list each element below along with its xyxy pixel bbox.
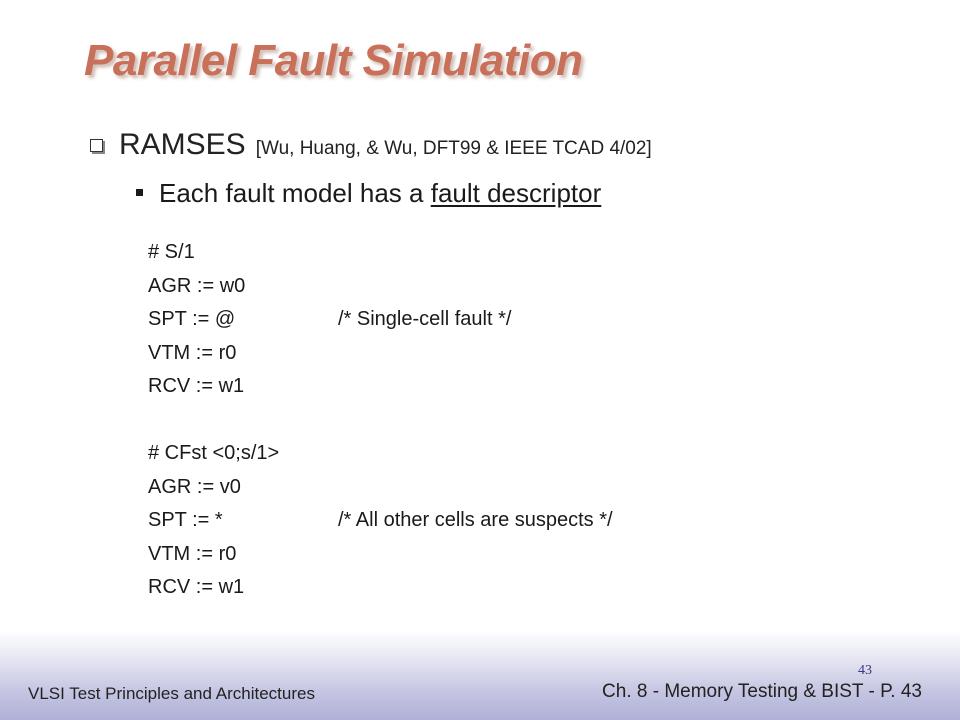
descriptor-code: RCV := w1 [148, 375, 245, 397]
fault-descriptor-listing: # S/1 AGR := w0 SPT := @ /* Single-cell … [148, 236, 613, 605]
descriptor-comment: /* Single-cell fault */ [338, 308, 512, 330]
descriptor-code: AGR := w0 [148, 274, 246, 297]
hollow-square-bullet-icon [90, 139, 103, 152]
descriptor-line: AGR := w0 [148, 270, 279, 304]
descriptor-code: AGR := v0 [148, 475, 241, 498]
descriptor-line: VTM := r0 [148, 337, 279, 371]
descriptor-line: AGR := v0 [148, 471, 279, 505]
footer-band [0, 630, 960, 720]
descriptor-code: VTM := r0 [148, 341, 237, 364]
descriptor-line: VTM := r0 [148, 538, 279, 572]
descriptor-code: VTM := r0 [148, 542, 237, 565]
descriptor-line: # CFst <0;s/1> [148, 437, 279, 471]
bullet-ramses-main: RAMSES [119, 128, 246, 161]
descriptor-spacer [148, 404, 279, 438]
descriptor-code: SPT := @ [148, 308, 236, 330]
descriptor-code: # S/1 [148, 241, 195, 263]
bullet-fault-descriptor-underlined: fault descriptor [430, 178, 602, 208]
descriptor-line: RCV := w1 [148, 571, 279, 605]
bullet-ramses: RAMSES [Wu, Huang, & Wu, DFT99 & IEEE TC… [90, 128, 652, 162]
descriptor-code: RCV := w1 [148, 576, 245, 598]
footer-course-title: VLSI Test Principles and Architectures [28, 684, 315, 703]
descriptor-line: RCV := w1 [148, 370, 279, 404]
footer-chapter-page: Ch. 8 - Memory Testing & BIST - P. 43 [602, 681, 922, 702]
bullet-fault-descriptor-prefix: Each fault model has a [159, 178, 424, 208]
descriptor-code: # CFst <0;s/1> [148, 442, 280, 464]
bullet-ramses-reference: [Wu, Huang, & Wu, DFT99 & IEEE TCAD 4/02… [255, 138, 652, 159]
bullet-fault-descriptor: Each fault model has a fault descriptor [136, 178, 601, 209]
descriptor-line: SPT := @ /* Single-cell fault */ [148, 303, 511, 337]
descriptor-code: SPT := * [148, 509, 223, 531]
filled-square-bullet-icon [136, 189, 143, 196]
descriptor-comment: /* All other cells are suspects */ [338, 509, 613, 531]
slide-title: Parallel Fault Simulation [84, 36, 583, 85]
page-number-small: 43 [858, 663, 872, 678]
descriptor-line: # S/1 [148, 236, 279, 270]
descriptor-line: SPT := * /* All other cells are suspects… [148, 504, 613, 538]
